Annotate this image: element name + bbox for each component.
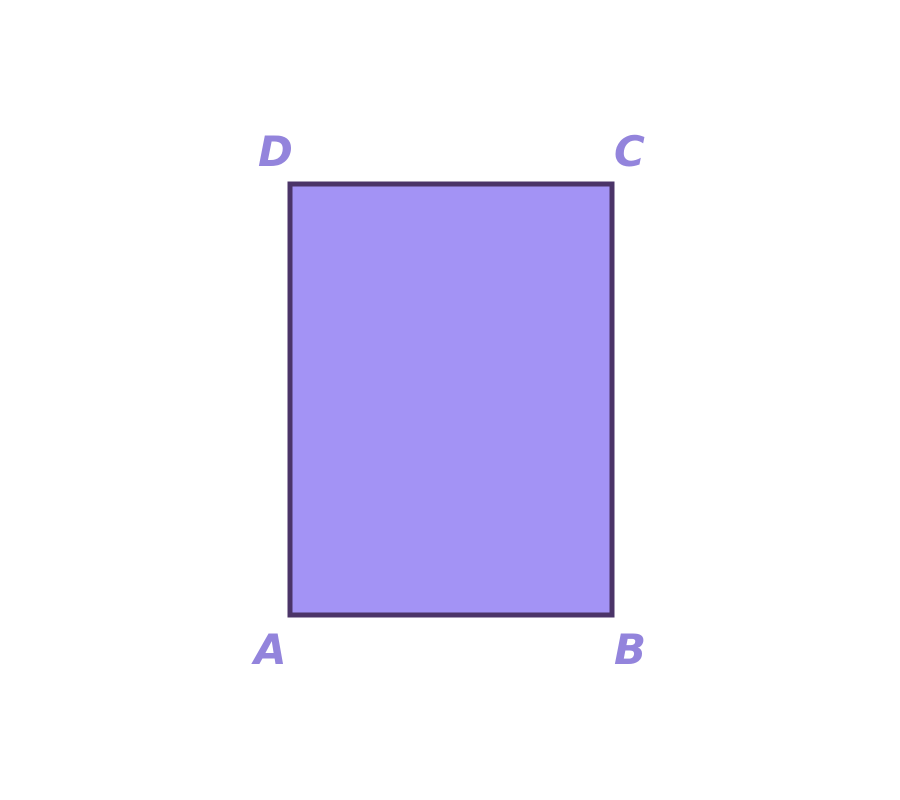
vertex-label-c: C <box>614 127 645 176</box>
vertex-label-a: A <box>251 625 287 674</box>
vertex-label-d: D <box>258 127 293 176</box>
rectangle-abcd <box>287 181 615 618</box>
vertex-label-b: B <box>614 625 646 674</box>
